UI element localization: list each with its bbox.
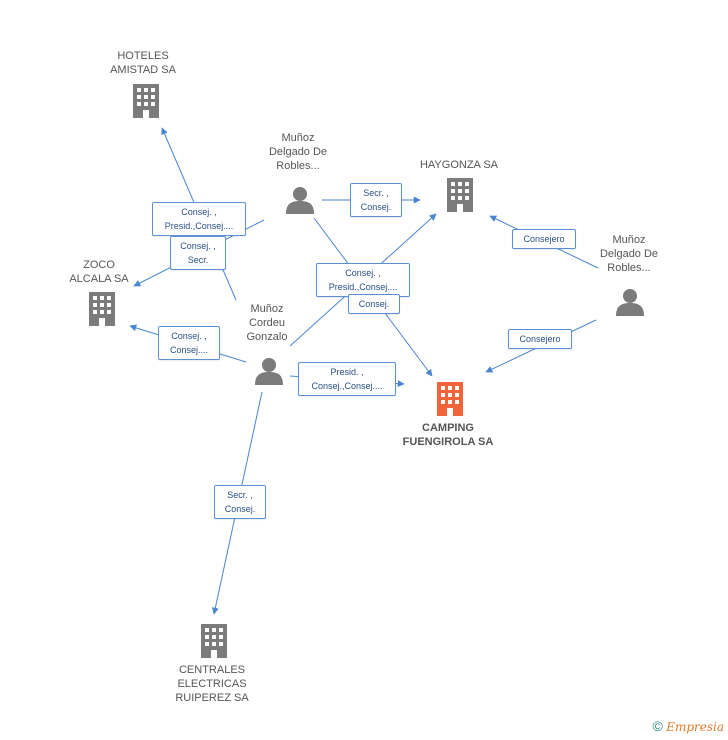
edge-label-cordeu-haygonza: Consej. , Presid.,Consej.... — [316, 263, 410, 297]
edge-label-munoz-right-haygonza: Consejero — [512, 229, 576, 249]
node-label-centrales[interactable]: CENTRALES ELECTRICAS RUIPEREZ SA — [175, 664, 249, 704]
edge-label-cordeu-hoteles: Consej. , Presid.,Consej.... — [152, 202, 246, 236]
cordeu-person-icon[interactable] — [255, 358, 283, 385]
edge-label-munoz-top-zoco: Consej. , Secr. — [170, 236, 226, 270]
node-label-munoz-top[interactable]: Muñoz Delgado De Robles... — [268, 132, 328, 172]
hoteles-building-icon[interactable] — [133, 84, 159, 118]
edge-label-cordeu-centrales: Secr. , Consej. — [214, 485, 266, 519]
centrales-building-icon[interactable] — [201, 624, 227, 658]
node-label-haygonza[interactable]: HAYGONZA SA — [419, 159, 499, 171]
node-label-camping[interactable]: CAMPING FUENGIROLA SA — [402, 422, 494, 448]
node-label-hoteles[interactable]: HOTELES AMISTAD SA — [110, 50, 176, 76]
edge-label-cordeu-zoco: Consej. , Consej.... — [158, 326, 220, 360]
edge-label-munoz-top-haygonza: Secr. , Consej. — [350, 183, 402, 217]
node-label-cordeu[interactable]: Muñoz Cordeu Gonzalo — [246, 303, 288, 343]
munoz-top-person-icon[interactable] — [286, 187, 314, 214]
copyright-icon: © — [652, 718, 663, 734]
edge-label-cordeu-camping: Presid. , Consej.,Consej.... — [298, 362, 396, 396]
footer-brand: © Empresia — [653, 718, 724, 734]
node-label-zoco[interactable]: ZOCO ALCALA SA — [69, 259, 129, 285]
zoco-building-icon[interactable] — [89, 292, 115, 326]
edge-label-munoz-right-camping: Consejero — [508, 329, 572, 349]
haygonza-building-icon[interactable] — [447, 178, 473, 212]
node-label-munoz-right[interactable]: Muñoz Delgado De Robles... — [599, 234, 659, 274]
camping-building-icon[interactable] — [437, 382, 463, 416]
brand-logo[interactable]: Empresia — [666, 720, 724, 734]
munoz-right-person-icon[interactable] — [616, 289, 644, 316]
edge-label-munoz-top-camping: Consej. — [348, 294, 400, 314]
